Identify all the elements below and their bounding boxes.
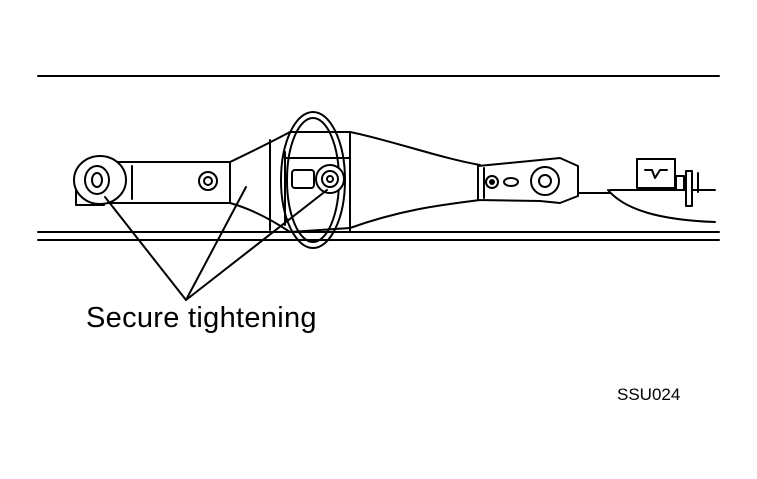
- right-arm-bolt: [485, 175, 519, 189]
- center-bolt: [291, 164, 345, 194]
- figure-code: SSU024: [617, 385, 681, 404]
- frame-rails: [37, 231, 720, 241]
- left-bushing: [73, 155, 127, 205]
- callout-label: Secure tightening: [86, 302, 317, 334]
- right-bracket: [577, 158, 716, 223]
- right-bushing: [530, 166, 560, 196]
- callout-leaders: [104, 186, 328, 301]
- left-arm-bolt: [198, 171, 218, 191]
- axle-housing: [229, 131, 481, 233]
